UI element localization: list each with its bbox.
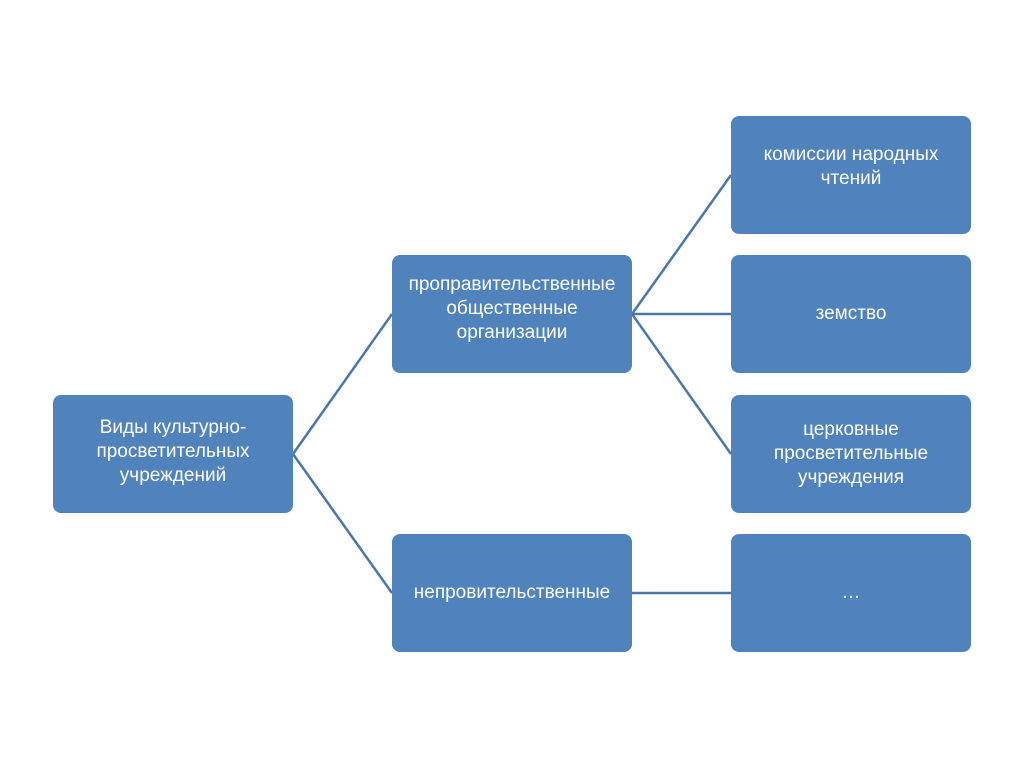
branch-node-label: непровительственные xyxy=(413,582,611,603)
root-node-label: Виды культурно- просветительных учрежден… xyxy=(96,417,250,486)
leaf-node-label: земство xyxy=(815,303,887,324)
leaf-node-ellipsis: … xyxy=(731,534,971,652)
branch-node-label: проправительственные общественные органи… xyxy=(408,274,616,343)
branch-node-progovernment: проправительственные общественные органи… xyxy=(392,255,632,373)
leaf-node-zemstvo: земство xyxy=(731,255,971,373)
branch-node-nongovernment: непровительственные xyxy=(392,534,632,652)
leaf-node-commissions: комиссии народных чтений xyxy=(731,116,971,234)
connector-root-to-non xyxy=(291,453,394,594)
connector-pro-to-commissions xyxy=(630,174,733,315)
leaf-node-label: … xyxy=(841,582,861,603)
connector-root-to-pro xyxy=(291,313,394,455)
leaf-node-label: комиссии народных чтений xyxy=(763,144,939,189)
leaf-node-label: церковные просветительные учреждения xyxy=(773,419,929,488)
leaf-node-church: церковные просветительные учреждения xyxy=(731,395,971,513)
root-node: Виды культурно- просветительных учрежден… xyxy=(53,395,293,513)
connector-pro-to-church xyxy=(630,313,733,455)
